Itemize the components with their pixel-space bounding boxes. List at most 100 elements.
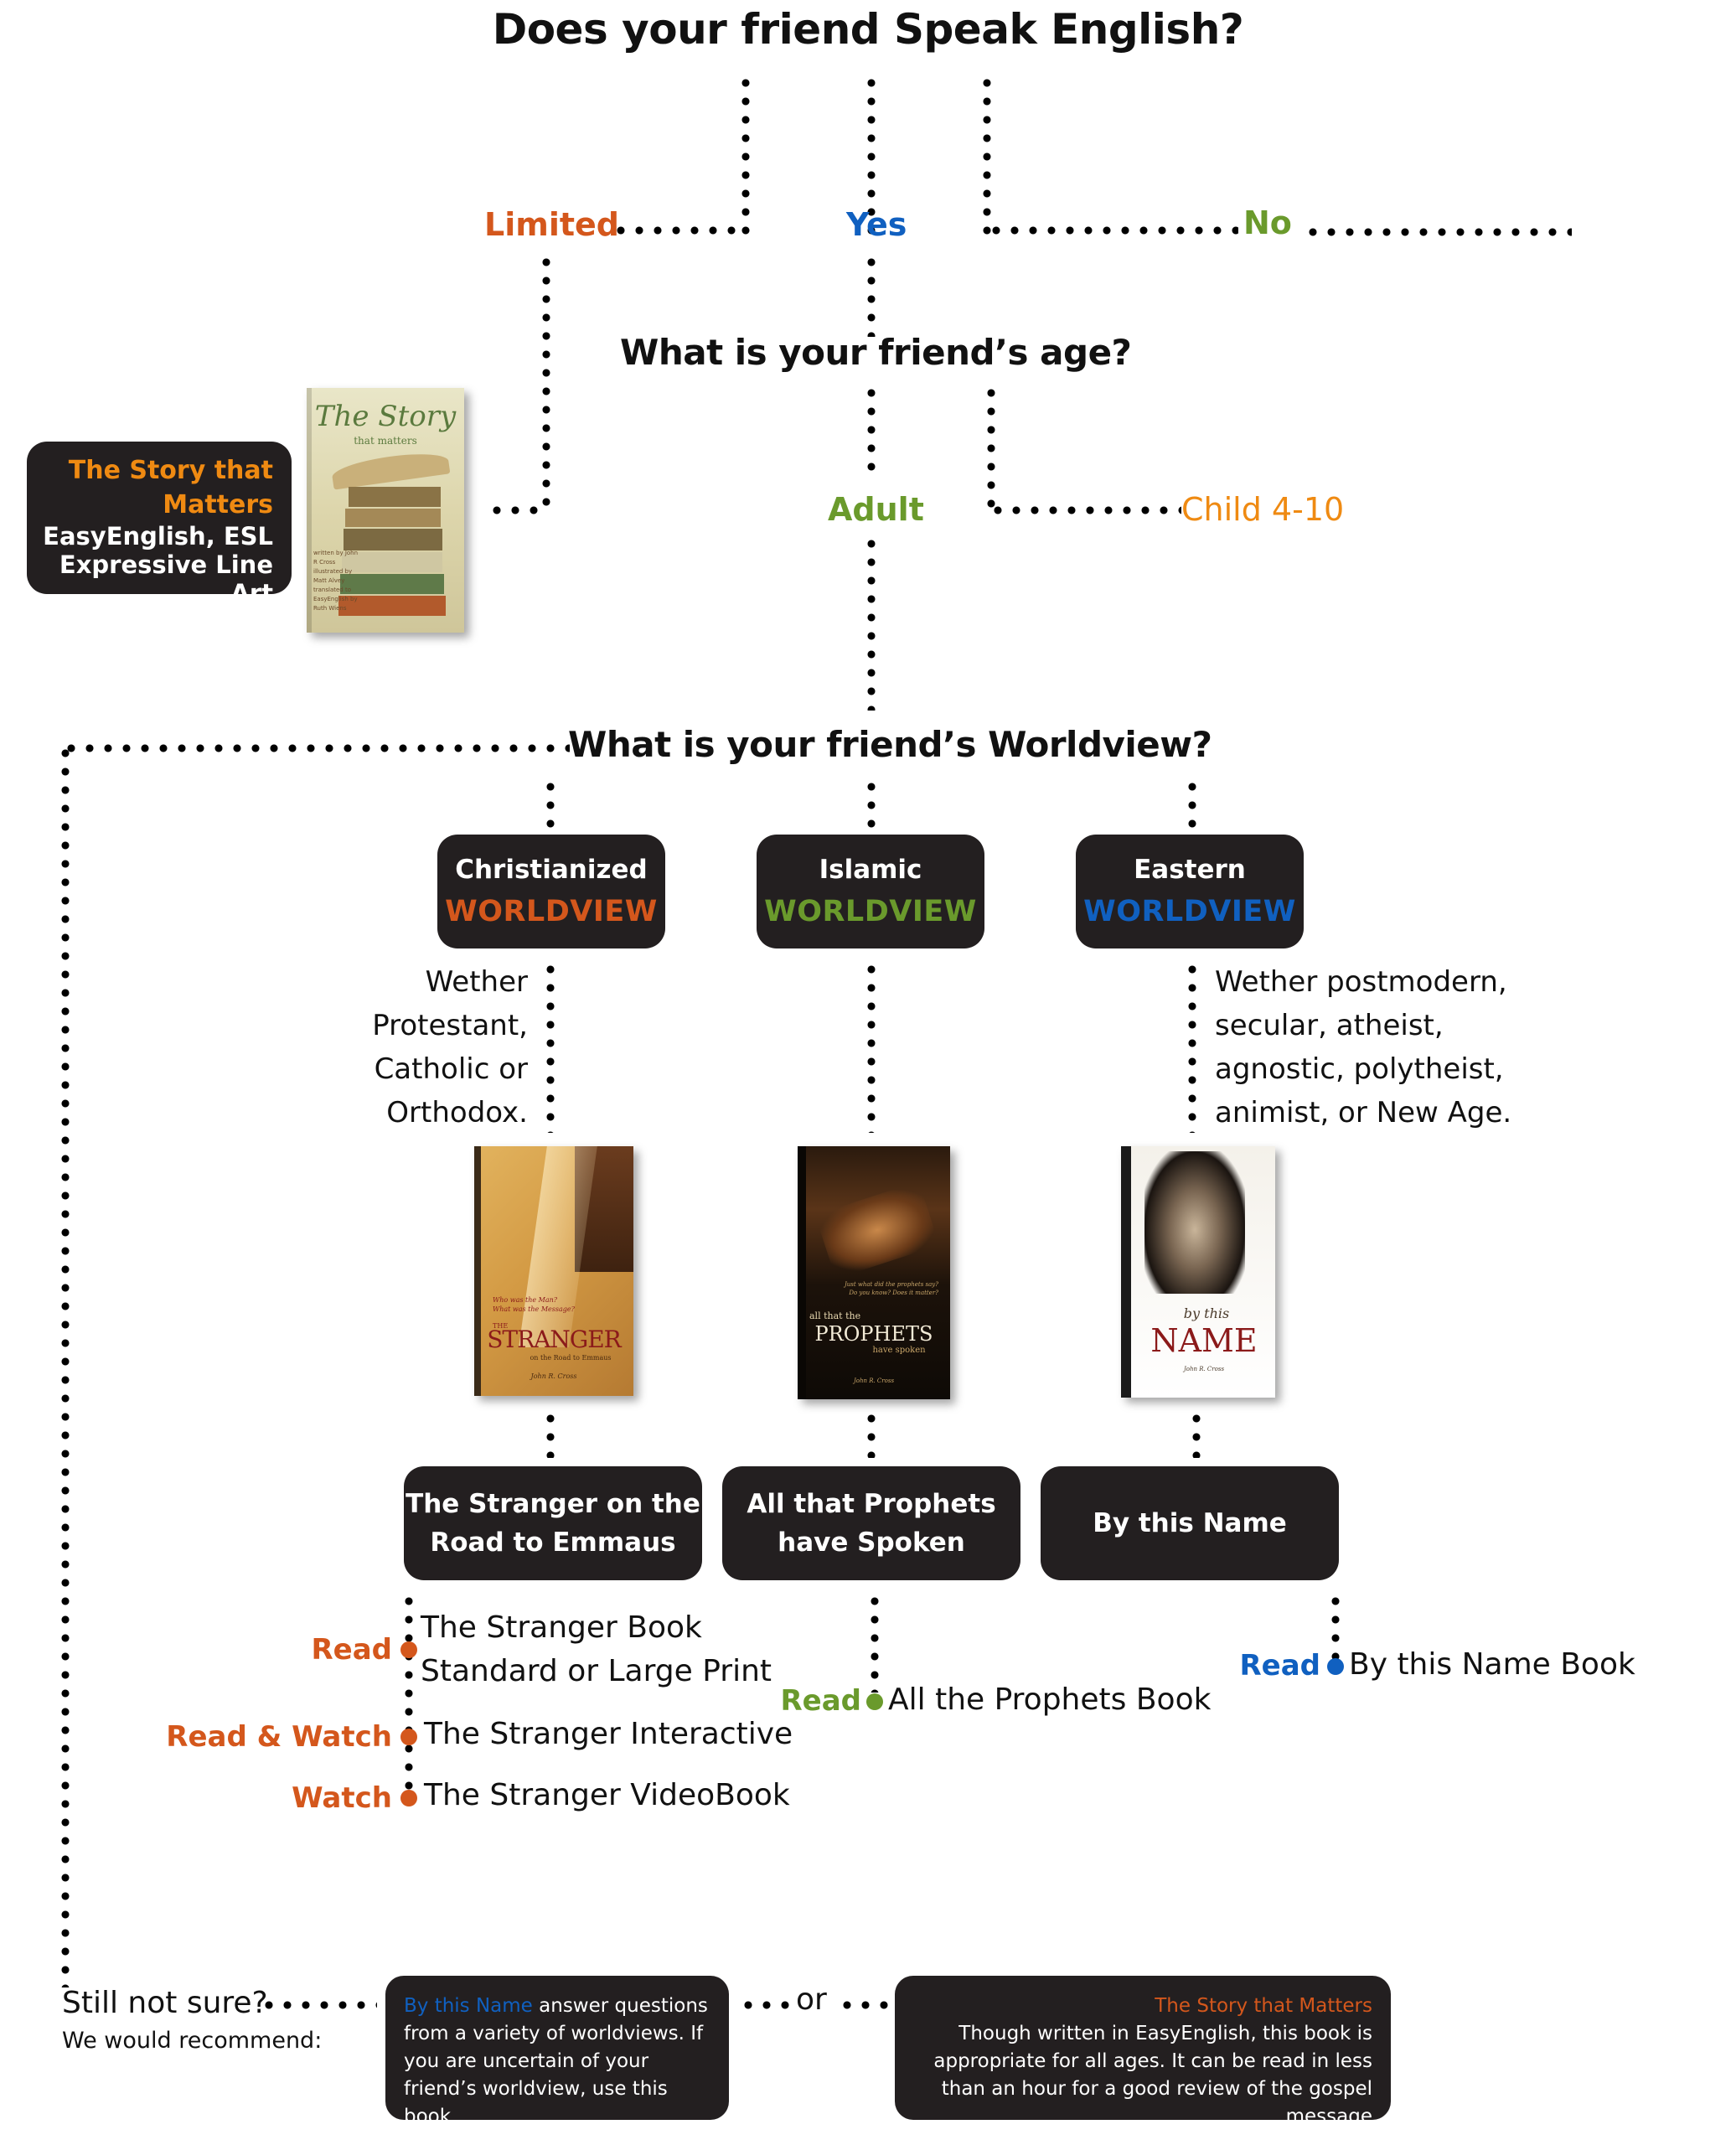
story-that-matters-book-cover[interactable]: The Story that matters written by John R… (307, 388, 464, 633)
prophets-book-link[interactable]: All the Prophets Book (888, 1682, 1212, 1717)
connector-rec1 (260, 2001, 377, 2009)
stranger-read-line2[interactable]: Standard or Large Print (421, 1654, 772, 1688)
worldview-label: WORLDVIEW (445, 895, 658, 928)
story-subtitle-line1: EasyEnglish, ESL (43, 522, 273, 550)
stranger-read-watch-bullet (400, 1729, 417, 1745)
book-spine (474, 1146, 481, 1396)
rec1-text: answer questions from a variety of world… (404, 1995, 708, 2127)
prophets-read-bullet (866, 1693, 883, 1710)
stranger-read-tag[interactable]: Read (311, 1633, 392, 1667)
stranger-cover-subtitle: on the Road to Emmaus (530, 1354, 612, 1362)
book-spine (798, 1146, 806, 1399)
connector-limited-vertical (741, 74, 750, 238)
connector-eastern-top (1188, 778, 1196, 828)
stranger-title-box[interactable]: The Stranger on the Road to Emmaus (404, 1466, 702, 1580)
rec1-highlight: By this Name (404, 1995, 533, 2017)
connector-stranger-title (546, 1409, 555, 1458)
connector-yes-down (867, 253, 876, 337)
prophets-cover-title: PROPHETS (814, 1322, 933, 1346)
name-title-box[interactable]: By this Name (1041, 1466, 1339, 1580)
worldview-label: WORLDVIEW (764, 895, 977, 928)
story-book-credits: written by John R Cross illustrated by M… (313, 550, 359, 612)
stranger-watch-tag[interactable]: Watch (292, 1781, 392, 1815)
connector-child-horizontal (989, 506, 1181, 514)
stranger-read-watch-tag[interactable]: Read & Watch (166, 1720, 392, 1754)
connector-islamic-top (867, 778, 876, 828)
rec2-text: Though written in EasyEnglish, this book… (933, 2023, 1372, 2127)
name-book-link[interactable]: By this Name Book (1349, 1647, 1635, 1682)
connector-limited-down (542, 253, 550, 514)
answer-limited[interactable]: Limited (484, 206, 619, 243)
question-worldview: What is your friend’s Worldview? (568, 724, 1212, 765)
worldview-islamic[interactable]: Islamic WORLDVIEW (757, 835, 984, 948)
connector-christianized-mid (546, 960, 555, 1133)
prophets-cover-subtitle: have spoken (872, 1346, 926, 1355)
question-age: What is your friend’s age? (620, 332, 1132, 373)
connector-name-resources (1331, 1592, 1340, 1659)
story-book-subtitle: that matters (354, 435, 417, 447)
rec2-title: The Story that Matters (1155, 1995, 1372, 2017)
answer-child[interactable]: Child 4-10 (1181, 491, 1345, 528)
story-subtitle-line2: Expressive Line Art (59, 550, 273, 607)
prophets-title-box[interactable]: All that Prophets have Spoken (722, 1466, 1020, 1580)
connector-no-horizontal-right (1304, 228, 1572, 236)
name-cover-portrait (1144, 1151, 1245, 1294)
stranger-interactive[interactable]: The Stranger Interactive (424, 1717, 793, 1751)
name-cover-title: NAME (1150, 1322, 1258, 1359)
stranger-watch-bullet (400, 1790, 417, 1806)
prophets-cover-scroll (814, 1181, 940, 1279)
connector-or-left (739, 2001, 789, 2009)
stranger-videobook[interactable]: The Stranger VideoBook (424, 1778, 790, 1812)
rec-story-that-matters-box[interactable]: The Story that Matters Though written in… (895, 1976, 1391, 2127)
name-cover-author: John R. Cross (1183, 1366, 1225, 1372)
prophets-cover-pre: all that the (809, 1310, 861, 1321)
book-stack-illustration (330, 448, 451, 616)
connector-still-not-sure-vertical (61, 744, 70, 1987)
stranger-book-cover[interactable]: Who was the Man? What was the Message? T… (474, 1146, 633, 1396)
connector-or-right (838, 2001, 888, 2009)
stranger-read-bullet (400, 1641, 417, 1658)
connector-yes-vertical (867, 74, 876, 238)
answer-no[interactable]: No (1243, 204, 1292, 241)
worldview-name: Christianized (455, 855, 648, 885)
christianized-description: Wether Protestant, Catholic or Orthodox. (372, 965, 528, 1129)
by-this-name-book-cover[interactable]: by this NAME John R. Cross (1121, 1146, 1275, 1398)
prophets-cover-author: John R. Cross (853, 1377, 895, 1384)
question-speak-english: Does your friend Speak English? (492, 5, 1244, 54)
connector-name-title (1192, 1409, 1201, 1458)
book-spine (1121, 1146, 1131, 1398)
worldview-christianized[interactable]: Christianized WORLDVIEW (437, 835, 665, 948)
worldview-eastern[interactable]: Eastern WORLDVIEW (1076, 835, 1304, 948)
connector-eastern-mid (1188, 960, 1196, 1133)
connector-adult-down (867, 535, 876, 711)
connector-stranger-resources (405, 1592, 413, 1793)
name-read-bullet (1327, 1658, 1344, 1675)
story-that-matters-box[interactable]: The Story that Matters EasyEnglish, ESL … (27, 442, 292, 607)
connector-limited-to-book (488, 506, 548, 514)
connector-prophets-title (867, 1409, 876, 1458)
connector-child-vertical (987, 384, 995, 509)
still-not-sure-label: Still not sure? (62, 1986, 268, 2020)
eastern-description: Wether postmodern, secular, atheist, agn… (1215, 965, 1512, 1129)
story-title-line1: The Story that (68, 456, 273, 485)
stranger-cover-title: STRANGER (487, 1326, 622, 1353)
rec-by-this-name-box[interactable]: By this Name answer questions from a var… (385, 1976, 729, 2127)
connector-limited-horizontal (612, 226, 747, 235)
connector-still-not-sure-top (62, 744, 570, 752)
stranger-cover-the: THE (493, 1322, 509, 1330)
worldview-name: Eastern (1134, 855, 1246, 885)
or-label: or (796, 1982, 827, 2017)
connector-adult-vertical (867, 384, 876, 481)
name-cover-pre: by this (1183, 1305, 1230, 1321)
prophets-book-cover[interactable]: Just what did the prophets say? Do you k… (798, 1146, 950, 1399)
answer-adult[interactable]: Adult (828, 491, 924, 528)
stranger-read-line1[interactable]: The Stranger Book (421, 1610, 702, 1645)
connector-prophets-resources (871, 1592, 879, 1693)
name-read-tag[interactable]: Read (1239, 1649, 1320, 1682)
answer-yes[interactable]: Yes (846, 206, 907, 243)
recommend-label: We would recommend: (62, 2028, 323, 2054)
connector-islamic-mid (867, 960, 876, 1133)
prophets-read-tag[interactable]: Read (780, 1684, 861, 1718)
stranger-cover-author: John R. Cross (530, 1372, 577, 1380)
story-book-title: The Story (314, 400, 457, 433)
